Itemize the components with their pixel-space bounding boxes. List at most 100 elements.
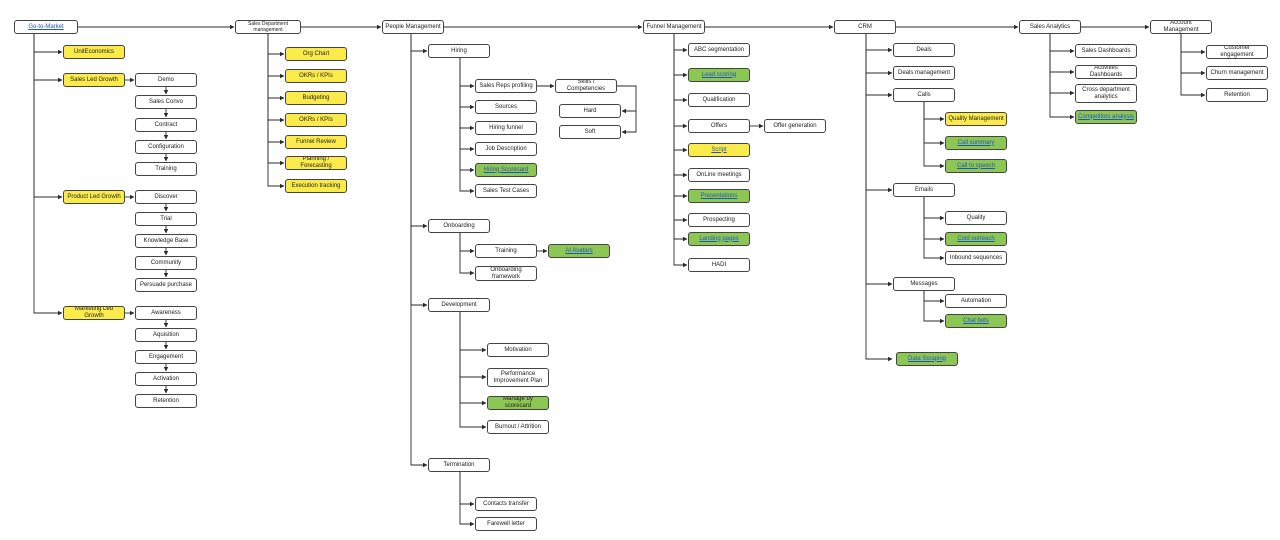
org-chart-node[interactable]: Org Chart <box>285 47 347 61</box>
node-label[interactable]: Script <box>711 146 727 153</box>
contacts-transfer-node[interactable]: Contacts transfer <box>475 497 537 511</box>
manage-by-scorecard-node[interactable]: Manage by scorecard <box>487 396 549 410</box>
plg-persuade-purchase-node[interactable]: Persuade purchase <box>135 278 197 292</box>
quality-management-node[interactable]: Quality Management <box>945 112 1007 126</box>
hiring-scorecard-node[interactable]: Hiring Scorecard <box>475 163 537 177</box>
marketing-led-growth-node[interactable]: Marketing Led Growth <box>63 306 125 320</box>
soft-skills-node[interactable]: Soft <box>559 125 621 139</box>
unit-economics-node[interactable]: UnitEconomics <box>63 45 125 59</box>
abc-segmentation-node[interactable]: ABC segmentation <box>688 43 750 57</box>
okrs-kpis-node[interactable]: OKRs / KPIs <box>285 113 347 127</box>
node-label[interactable]: Lead scoring <box>701 71 737 78</box>
plg-knowledge-base-node[interactable]: Knowledge Base <box>135 234 197 248</box>
sales-test-cases-node[interactable]: Sales Test Cases <box>475 184 537 198</box>
cold-outreach-node[interactable]: Cold outreach <box>945 232 1007 246</box>
go-to-market-node[interactable]: Go-to-Market <box>14 20 78 34</box>
slg-contract-node[interactable]: Contract <box>135 118 197 132</box>
sales-department-management-node[interactable]: Sales Department management <box>235 20 301 34</box>
development-node[interactable]: Development <box>428 298 490 312</box>
funnel-management-node[interactable]: Funnel Management <box>643 20 705 34</box>
offer-generation-node[interactable]: Offer generation <box>764 119 826 133</box>
termination-node[interactable]: Termination <box>428 458 490 472</box>
qualification-node[interactable]: Qualification <box>688 93 750 107</box>
competitors-analysis-node[interactable]: Competitors analysis <box>1075 110 1137 124</box>
hard-skills-node[interactable]: Hard <box>559 104 621 118</box>
inbound-sequences-node[interactable]: Inbound sequences <box>945 251 1007 265</box>
node-label[interactable]: Call summary <box>957 139 995 146</box>
node-label[interactable]: Competitors analysis <box>1078 113 1134 120</box>
execution-tracking-node[interactable]: Execution tracking <box>285 179 347 193</box>
lead-scoring-node[interactable]: Lead scoring <box>688 68 750 82</box>
budgeting-node[interactable]: Budgeting <box>285 91 347 105</box>
mlg-aquisition-node[interactable]: Aquisition <box>135 328 197 342</box>
messages-node[interactable]: Messages <box>893 277 955 291</box>
sales-analytics-node[interactable]: Sales Analytics <box>1019 20 1081 34</box>
sales-led-growth-node[interactable]: Sales Led Growth <box>63 73 125 87</box>
account-retention-node[interactable]: Retention <box>1206 88 1268 102</box>
plg-discover-node[interactable]: Discover <box>135 190 197 204</box>
plg-trial-node[interactable]: Trial <box>135 212 197 226</box>
call-to-speech-node[interactable]: Call to speech <box>945 159 1007 173</box>
node-label[interactable]: Hiring Scorecard <box>483 166 529 173</box>
churn-management-node[interactable]: Churn management <box>1206 66 1268 80</box>
prospecting-node[interactable]: Prospecting <box>688 213 750 227</box>
node-label[interactable]: AI Avatars <box>565 247 593 254</box>
sales-dashboards-node[interactable]: Sales Dashboards <box>1075 44 1137 58</box>
cross-department-analytics-node[interactable]: Cross department analytics <box>1075 84 1137 103</box>
slg-training-node[interactable]: Training <box>135 162 197 176</box>
onboarding-framework-node[interactable]: Onboarding framework <box>475 266 537 281</box>
online-meetings-node[interactable]: OnLine meetings <box>688 168 750 182</box>
customer-engagement-node[interactable]: Customer engagement <box>1206 45 1268 59</box>
mlg-retention-node[interactable]: Retention <box>135 394 197 408</box>
calls-node[interactable]: Calls <box>893 88 955 102</box>
email-quality-node[interactable]: Quality <box>945 211 1007 225</box>
planning-forecasting-node[interactable]: Planning / Forecasting <box>285 156 347 170</box>
okrs-kpis-node[interactable]: OKRs / KPIs <box>285 69 347 83</box>
ai-avatars-node[interactable]: AI Avatars <box>548 244 610 258</box>
node-label[interactable]: Go-to-Market <box>28 23 64 30</box>
sales-reps-profiling-node[interactable]: Sales Reps profiling <box>475 79 537 93</box>
mlg-awareness-node[interactable]: Awareness <box>135 306 197 320</box>
emails-node[interactable]: Emails <box>893 183 955 197</box>
plg-community-node[interactable]: Community <box>135 256 197 270</box>
mlg-activation-node[interactable]: Activation <box>135 372 197 386</box>
hiring-node[interactable]: Hiring <box>428 44 490 58</box>
slg-sales-convo-node[interactable]: Sales Convo <box>135 95 197 109</box>
motivation-node[interactable]: Motivation <box>487 343 549 357</box>
node-label[interactable]: Data Scraping <box>907 355 947 362</box>
deals-node[interactable]: Deals <box>893 43 955 57</box>
job-description-node[interactable]: Job Description <box>475 142 537 156</box>
slg-demo-node[interactable]: Demo <box>135 73 197 87</box>
node-label[interactable]: Landing pages <box>699 235 739 242</box>
node-label[interactable]: Call to speech <box>956 162 996 169</box>
activities-dashboards-node[interactable]: Activities Dashboards <box>1075 65 1137 79</box>
product-led-growth-node[interactable]: Product Led Growth <box>63 190 125 204</box>
onboarding-training-node[interactable]: Training <box>475 244 537 258</box>
crm-node[interactable]: CRM <box>834 20 896 34</box>
hadi-node[interactable]: HADI <box>688 258 750 272</box>
skills-competencies-node[interactable]: Skills / Competencies <box>555 79 617 93</box>
mlg-engagement-node[interactable]: Engagement <box>135 350 197 364</box>
onboarding-node[interactable]: Onboarding <box>428 219 490 233</box>
call-summary-node[interactable]: Call summary <box>945 136 1007 150</box>
people-management-node[interactable]: People Management <box>382 20 444 34</box>
node-label[interactable]: Chat bots <box>963 317 989 324</box>
funnel-review-node[interactable]: Funnel Review <box>285 135 347 149</box>
node-label[interactable]: Cold outreach <box>957 235 995 242</box>
node-label[interactable]: Presentations <box>700 192 738 199</box>
landing-pages-node[interactable]: Landing pages <box>688 232 750 246</box>
sources-node[interactable]: Sources <box>475 100 537 114</box>
data-scraping-node[interactable]: Data Scraping <box>896 352 958 366</box>
automation-node[interactable]: Automation <box>945 294 1007 308</box>
slg-configuration-node[interactable]: Configuration <box>135 140 197 154</box>
hiring-funnel-node[interactable]: Hiring funnel <box>475 121 537 135</box>
chat-bots-node[interactable]: Chat bots <box>945 314 1007 328</box>
account-management-node[interactable]: Account Management <box>1150 20 1212 34</box>
burnout-attrition-node[interactable]: Burnout / Attrition <box>487 420 549 434</box>
performance-improvement-plan-node[interactable]: Performance Improvement Plan <box>487 368 549 387</box>
deals-management-node[interactable]: Deals management <box>893 66 955 80</box>
script-node[interactable]: Script <box>688 143 750 157</box>
offers-node[interactable]: Offers <box>688 119 750 133</box>
presentations-node[interactable]: Presentations <box>688 189 750 203</box>
farewell-letter-node[interactable]: Farewell letter <box>475 517 537 531</box>
